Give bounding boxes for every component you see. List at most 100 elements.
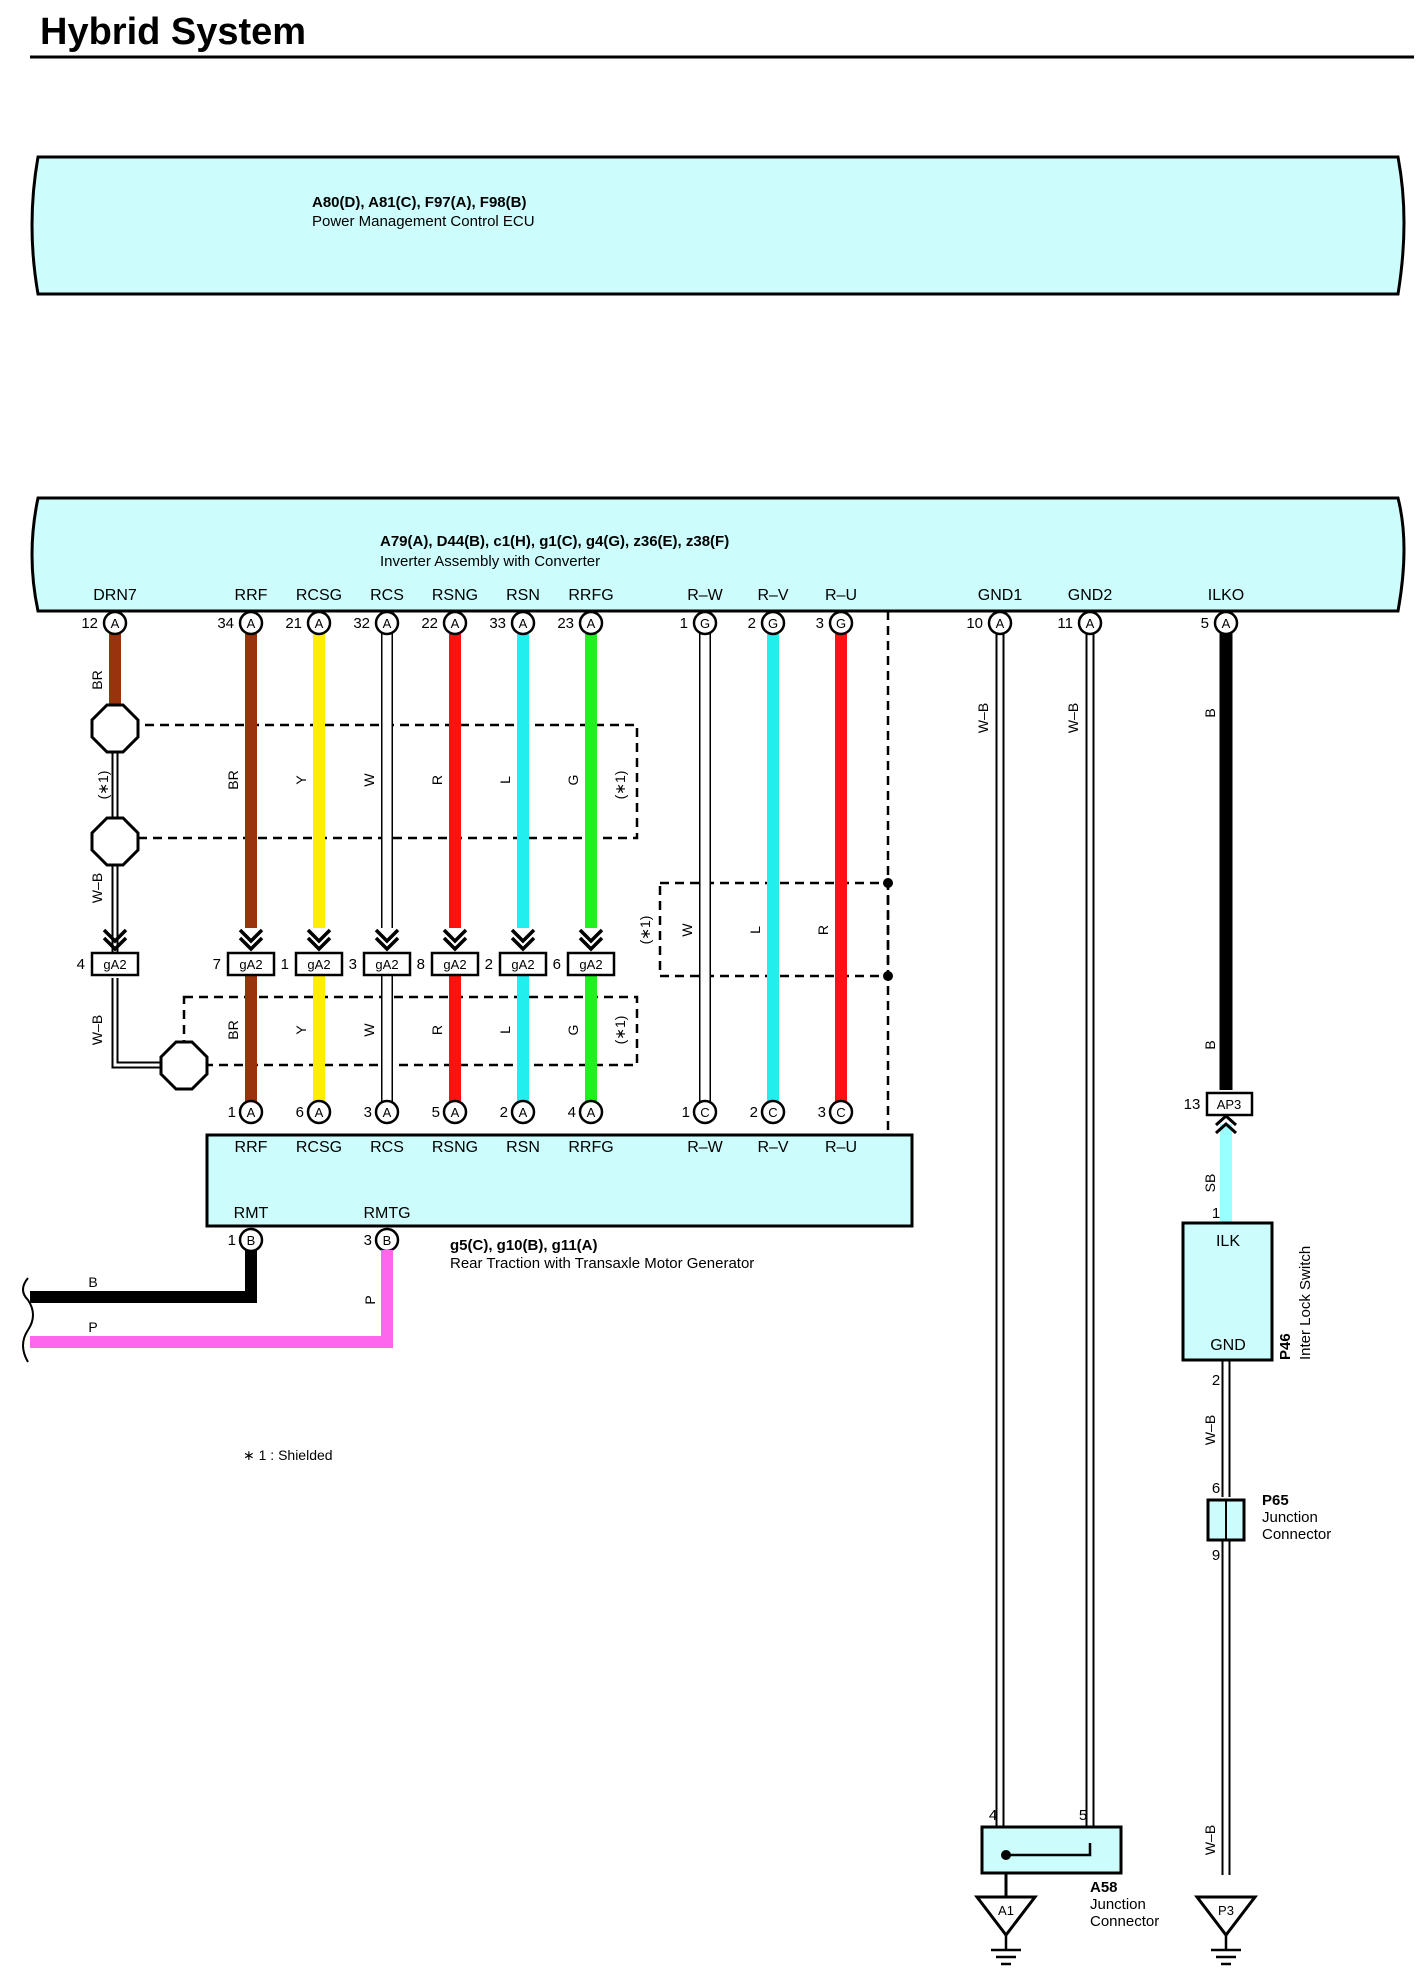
inv-term-drn7: DRN7 — [93, 587, 137, 604]
inverter-box — [30, 496, 1406, 613]
ga2-label: gA2 — [103, 957, 126, 972]
inv-term-rv: R–V — [757, 587, 788, 604]
ga2-connector — [226, 951, 276, 977]
ga2-label: gA2 — [239, 957, 262, 972]
ap3-connector — [1205, 1091, 1254, 1117]
interlock-name: Inter Lock Switch — [1297, 1246, 1314, 1360]
motor-terminal-name: RRF — [235, 1139, 268, 1156]
ga2-pin: 3 — [349, 956, 357, 973]
wire-label-ilko-b2: B — [1202, 1040, 1218, 1049]
p65-name-1: Junction — [1262, 1509, 1318, 1526]
a58-pin-right: 5 — [1079, 1807, 1087, 1824]
inv-terminal-conn: A — [247, 616, 256, 631]
motor-terminal-pin: 1 — [228, 1104, 236, 1121]
motor-code: g5(C), g10(B), g11(A) — [450, 1237, 598, 1254]
motor-bottom-terminal-pin: 1 — [228, 1232, 236, 1249]
motor-terminal-name: RCS — [370, 1139, 404, 1156]
wire-color-label-upper: R — [429, 775, 445, 785]
inv-terminal-pin: 22 — [421, 615, 438, 632]
motor-terminal-circle — [238, 1099, 264, 1125]
ga2-label: gA2 — [579, 957, 602, 972]
shield-box-upper — [113, 723, 639, 840]
inv-terminal-circle — [828, 610, 854, 636]
ground-a1-label: A1 — [998, 1903, 1014, 1918]
a58-name-1: Junction — [1090, 1896, 1146, 1913]
inv-term-rcs: RCS — [370, 587, 404, 604]
motor-terminal-name: RSNG — [432, 1139, 478, 1156]
ga2-pin: 4 — [77, 956, 85, 973]
motor-terminal-pin: 6 — [296, 1104, 304, 1121]
ga2-pin: 7 — [213, 956, 221, 973]
p65-code: P65 — [1262, 1492, 1289, 1509]
wire-color-label-phase: L — [747, 926, 763, 934]
motor-terminal-name: R–V — [757, 1139, 788, 1156]
ecu-code: A80(D), A81(C), F97(A), F98(B) — [312, 194, 526, 211]
interlock-bottom-term: GND — [1210, 1337, 1246, 1354]
ga2-connector — [362, 951, 412, 977]
motor-terminal-circle — [692, 1099, 718, 1125]
wire-color-label-lower: R — [429, 1025, 445, 1035]
p65-name-2: Connector — [1262, 1526, 1331, 1543]
ga2-label: gA2 — [511, 957, 534, 972]
inv-terminal-pin: 33 — [489, 615, 506, 632]
inverter-code: A79(A), D44(B), c1(H), g1(C), g4(G), z36… — [380, 533, 729, 550]
ga2-chevron-icon — [578, 928, 604, 952]
ga2-label: gA2 — [443, 957, 466, 972]
ground-p3-label: P3 — [1218, 1903, 1234, 1918]
shield-label-upper: (∗1) — [612, 771, 628, 800]
motor-terminal-conn: A — [587, 1105, 596, 1120]
inv-terminal-pin: 2 — [748, 615, 756, 632]
motor-terminal-conn: A — [247, 1105, 256, 1120]
interlock-code: P46 — [1277, 1333, 1294, 1360]
wire-color-label-upper: G — [565, 775, 581, 786]
motor-box — [205, 1133, 914, 1228]
ap3-chevron-icon — [1214, 1113, 1238, 1135]
motor-terminal-conn: C — [700, 1105, 709, 1120]
motor-terminal-circle — [760, 1099, 786, 1125]
inv-terminal-circle — [442, 610, 468, 636]
ga2-pin: 6 — [553, 956, 561, 973]
inv-terminal-pin: 12 — [81, 615, 98, 632]
interlock-pin-top: 1 — [1212, 1205, 1220, 1222]
inv-terminal-conn: A — [315, 616, 324, 631]
wire-rmt-b — [30, 1250, 257, 1303]
motor-terminal-circle — [828, 1099, 854, 1125]
motor-terminal-pin: 3 — [364, 1104, 372, 1121]
ground-p3-icon — [1193, 1895, 1259, 1938]
inv-terminal-pin: 5 — [1201, 615, 1209, 632]
ap3-label: AP3 — [1217, 1097, 1242, 1112]
wire-color-label-lower: W–B — [89, 1015, 105, 1045]
motor-terminal-pin: 5 — [432, 1104, 440, 1121]
ground-a1: A1 — [973, 1895, 1039, 1966]
p65-pin-top: 6 — [1212, 1480, 1220, 1497]
wire-color-label-upper: W — [361, 773, 377, 787]
ga2-chevron-icon — [102, 928, 128, 952]
wire-color-label-upper: Y — [293, 775, 309, 785]
wire-rmtg-p — [30, 1250, 393, 1348]
wire-drain-wb-lower — [111, 978, 160, 1069]
inv-terminal-pin: 23 — [557, 615, 574, 632]
inv-terminal-circle — [510, 610, 536, 636]
wire-label-ilko-b: B — [1202, 708, 1218, 717]
wire-color-label-lower: BR — [225, 1020, 241, 1039]
motor-terminal-conn: A — [315, 1105, 324, 1120]
shield-ground-octagon-2 — [90, 816, 140, 867]
inv-terminal-pin: 1 — [680, 615, 688, 632]
motor-terminal-conn: A — [519, 1105, 528, 1120]
wire-label-rmtg-p: P — [362, 1295, 378, 1304]
interlock-pin-bottom: 2 — [1212, 1372, 1220, 1389]
inv-terminal-conn: A — [383, 616, 392, 631]
motor-terminal-circle — [374, 1099, 400, 1125]
wire-color-label-phase: R — [815, 925, 831, 935]
inv-terminal-pin: 32 — [353, 615, 370, 632]
ap3-pin: 13 — [1184, 1096, 1201, 1113]
wire-label-gnd2-wb: W–B — [1065, 703, 1081, 733]
a58-junction-connector — [980, 1825, 1123, 1875]
ga2-pin: 2 — [485, 956, 493, 973]
wire-color-label-lower: Y — [293, 1025, 309, 1035]
wire-color-label-lower: L — [497, 1026, 513, 1034]
inv-term-rsn: RSN — [506, 587, 540, 604]
wire-color-label-upper: BR — [225, 770, 241, 789]
ga2-chevron-icon — [442, 928, 468, 952]
inv-terminal-conn: G — [836, 616, 846, 631]
